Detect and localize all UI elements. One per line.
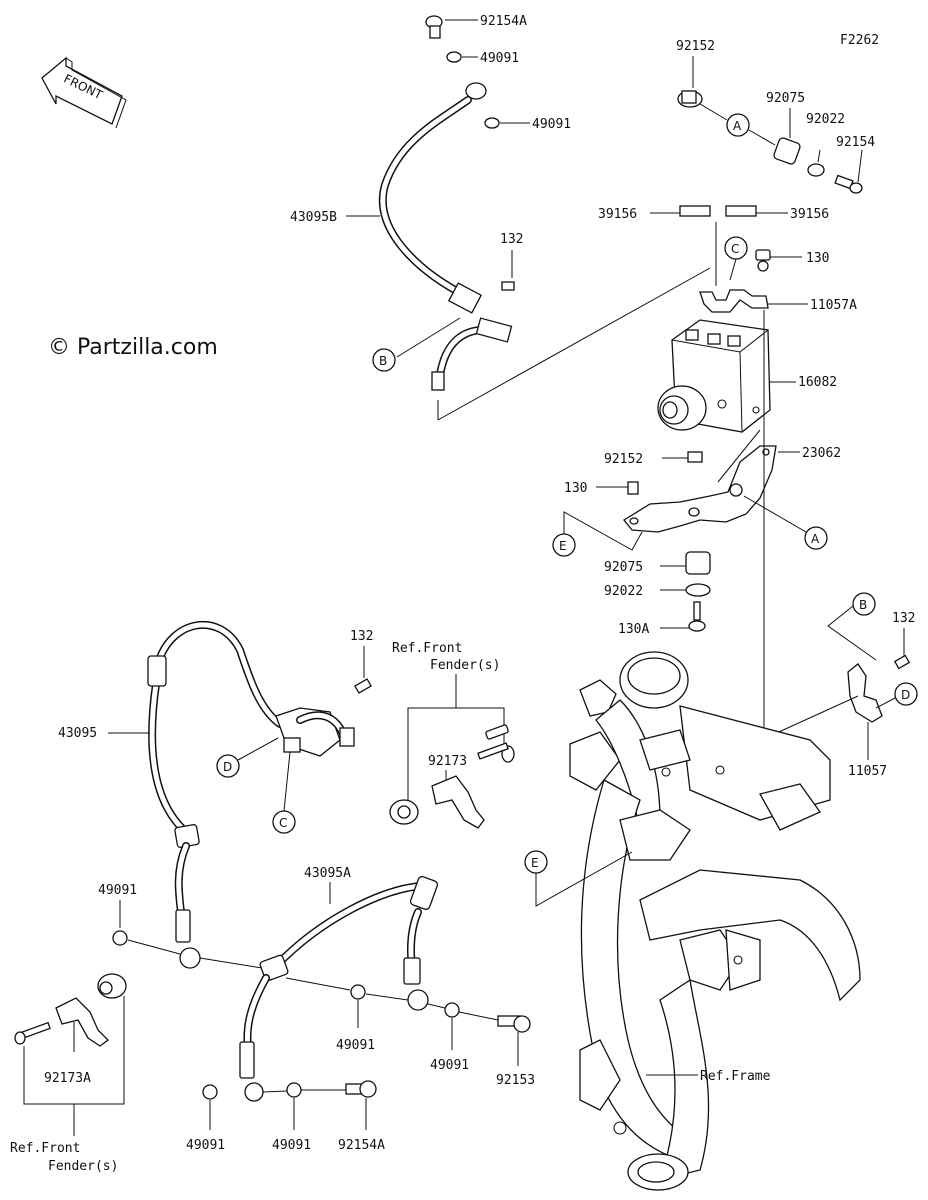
label-92022-mid: 92022 [604, 584, 643, 599]
label-ref-front-top-2: Fender(s) [430, 658, 500, 673]
label-92173A: 92173A [44, 1071, 91, 1086]
leader-lines [346, 19, 711, 421]
label-23062: 23062 [802, 446, 841, 461]
label-130-mid: 130 [564, 481, 587, 496]
ref-circle-B-right: B [852, 592, 876, 616]
label-11057A: 11057A [810, 298, 857, 313]
label-49091-e: 49091 [430, 1058, 469, 1073]
abs-unit [657, 319, 771, 433]
label-92154A-top: 92154A [480, 14, 527, 29]
hose-43095 [147, 620, 372, 969]
label-92075-top: 92075 [766, 91, 805, 106]
label-130-top: 130 [806, 251, 829, 266]
label-ref-front-top-1: Ref.Front [392, 641, 462, 656]
watermark: © Partzilla.com [48, 335, 218, 360]
ref-circle-E-lower: E [524, 850, 548, 874]
frame [569, 651, 861, 1191]
svg-text:C: C [279, 816, 287, 830]
diagram-id: F2262 [840, 33, 879, 48]
label-49091-c: 49091 [98, 883, 137, 898]
label-92154-top: 92154 [836, 135, 875, 150]
hose-43095B [379, 15, 515, 391]
ref-circle-A-upper: A [726, 113, 750, 137]
label-49091-g: 49091 [272, 1138, 311, 1153]
front-arrow-icon: FRONT [41, 56, 127, 129]
label-ref-front-bot-2: Fender(s) [48, 1159, 118, 1174]
ref-circle-C-upper: C [724, 236, 748, 260]
ref-circle-C-left: C [272, 810, 296, 834]
label-49091-a: 49091 [480, 51, 519, 66]
label-92075-mid: 92075 [604, 560, 643, 575]
label-11057: 11057 [848, 764, 887, 779]
label-92022-top: 92022 [806, 112, 845, 127]
label-ref-front-bot-1: Ref.Front [10, 1141, 80, 1156]
label-ref-frame: Ref.Frame [700, 1069, 771, 1084]
svg-text:D: D [223, 760, 232, 774]
bracket-23062 [623, 445, 777, 533]
label-49091-d: 49091 [336, 1038, 375, 1053]
svg-text:D: D [901, 688, 910, 702]
ref-circle-B-upper: B [372, 348, 396, 372]
ref-circle-D-left: D [216, 754, 240, 778]
svg-text:E: E [531, 856, 539, 870]
label-49091-b: 49091 [532, 117, 571, 132]
svg-text:B: B [379, 354, 387, 368]
svg-text:B: B [859, 598, 867, 612]
label-43095A: 43095A [304, 866, 351, 881]
clip-92173A [14, 973, 127, 1047]
label-92152-top: 92152 [676, 39, 715, 54]
label-43095B: 43095B [290, 210, 337, 225]
hose-43095A [239, 875, 439, 1102]
label-130A: 130A [618, 622, 649, 637]
label-132-a: 132 [500, 232, 523, 247]
ref-circle-E-upper: E [552, 533, 576, 557]
label-49091-f: 49091 [186, 1138, 225, 1153]
clip-92173 [389, 724, 515, 829]
svg-text:A: A [811, 532, 820, 546]
label-39156-left: 39156 [598, 207, 637, 222]
svg-text:E: E [559, 539, 567, 553]
svg-text:C: C [731, 242, 739, 256]
label-43095: 43095 [58, 726, 97, 741]
label-92153: 92153 [496, 1073, 535, 1088]
label-92173: 92173 [428, 754, 467, 769]
label-16082: 16082 [798, 375, 837, 390]
label-92152-mid: 92152 [604, 452, 643, 467]
svg-text:A: A [733, 119, 742, 133]
label-132-right: 132 [892, 611, 915, 626]
abs-mount-top-parts [677, 90, 863, 217]
label-92154A-bot: 92154A [338, 1138, 385, 1153]
label-132-b: 132 [350, 629, 373, 644]
label-39156-right: 39156 [790, 207, 829, 222]
ref-circle-D-right: D [894, 682, 918, 706]
ref-circle-A-lower: A [804, 526, 828, 550]
